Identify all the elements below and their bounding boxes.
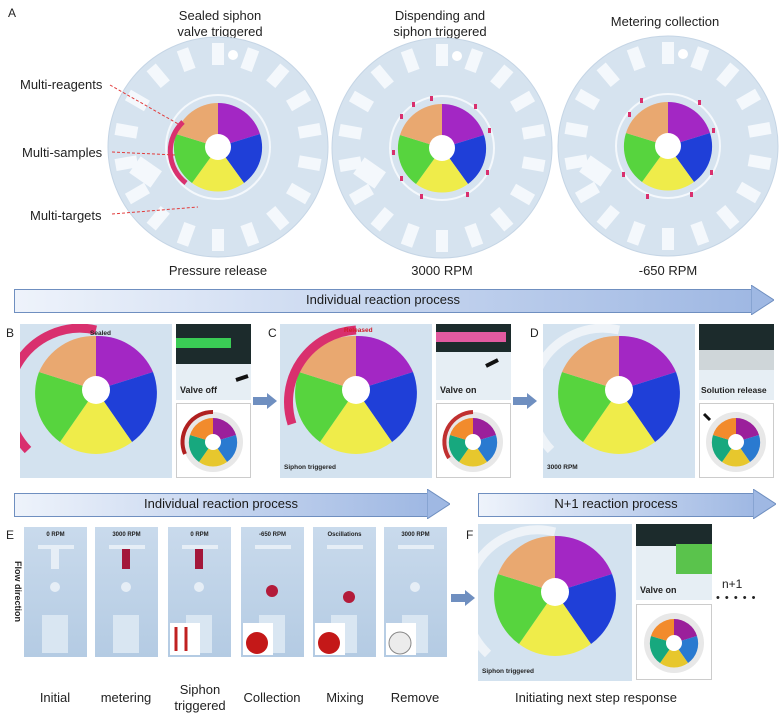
sealed-label: Sealed <box>90 330 111 337</box>
panel-b-valve-photo: Valve off <box>176 324 251 400</box>
panel-label-e: E <box>6 528 15 542</box>
tile-remove-rpm: 3000 RPM <box>401 532 430 538</box>
flow-direction: Flow direction <box>10 561 24 642</box>
tile-metering: 3000 RPM <box>95 527 158 657</box>
individual-reaction-arrow-e-label: Individual reaction process <box>144 496 298 511</box>
tile-siphon-rpm: 0 RPM <box>190 532 209 538</box>
label-multi-reagents: Multi-reagents <box>20 77 103 92</box>
solution-release-label: Solution release <box>701 385 767 395</box>
panel-b-disc: Sealed <box>3 323 172 478</box>
panel-d-valve-photo: Solution release <box>699 324 774 400</box>
continuation-dots: • • • • • <box>716 592 757 604</box>
tile-metering-rpm: 3000 RPM <box>112 532 141 538</box>
tile-initial-rpm: 0 RPM <box>46 532 65 538</box>
panel-a-title-1: Sealed siphon valve triggered <box>177 8 263 39</box>
panel-d-chip-photo <box>699 403 774 478</box>
caption-siphon-triggered: Siphon triggered <box>174 682 226 713</box>
caption-remove: Remove <box>390 690 440 705</box>
panel-c-chip-photo <box>436 403 511 478</box>
siphon-triggered-label-f: Siphon triggered <box>482 668 534 675</box>
panel-c-valve-photo: Valve on <box>436 324 511 400</box>
panel-a-title-2: Dispending and siphon triggered <box>393 8 487 39</box>
individual-reaction-arrow: Individual reaction process <box>14 285 774 315</box>
panel-f-disc: Siphon triggered <box>461 524 632 681</box>
valve-on-label-c: Valve on <box>440 385 477 395</box>
caption-next-step: Initiating next step response <box>515 690 677 705</box>
panel-a-bottom-2: 3000 RPM <box>411 263 473 278</box>
panel-label-f: F <box>466 528 474 542</box>
individual-reaction-arrow-label: Individual reaction process <box>306 292 460 307</box>
panel-a-discs <box>107 35 779 259</box>
label-multi-samples: Multi-samples <box>22 145 103 160</box>
tile-siphon: 0 RPM <box>168 527 231 657</box>
tile-initial: 0 RPM <box>24 527 87 657</box>
panel-c-disc: Released Siphon triggered <box>280 324 432 478</box>
caption-mixing: Mixing <box>326 690 364 705</box>
panel-f-valve-photo: Valve on <box>636 524 712 600</box>
valve-on-label-f: Valve on <box>640 585 677 595</box>
n-plus-1-arrow-label: N+1 reaction process <box>554 496 678 511</box>
tile-remove: 3000 RPM <box>384 527 447 657</box>
n-plus-1-arrow: N+1 reaction process <box>478 489 776 519</box>
released-label: Released <box>344 327 373 334</box>
label-multi-targets: Multi-targets <box>30 208 102 223</box>
valve-off-label: Valve off <box>180 385 218 395</box>
caption-metering: metering <box>100 690 152 705</box>
n-plus-1-label: n+1 <box>722 577 743 591</box>
panel-a-title-3: Metering collection <box>610 14 720 29</box>
tile-mixing-label: Oscillations <box>327 532 362 538</box>
rpm-label-d: 3000 RPM <box>547 464 578 471</box>
panel-d-disc: 3000 RPM <box>526 323 695 478</box>
caption-initial: Initial <box>39 690 71 705</box>
tile-collection: -650 RPM <box>241 527 304 657</box>
panel-label-b: B <box>6 326 15 340</box>
caption-collection: Collection <box>243 690 301 705</box>
panel-a-bottom-3: -650 RPM <box>638 263 698 278</box>
tile-collection-rpm: -650 RPM <box>258 532 286 538</box>
tile-mixing: Oscillations <box>313 527 376 657</box>
panel-label-d: D <box>530 326 539 340</box>
panel-f-chip-photo <box>636 604 712 680</box>
individual-reaction-arrow-e: Individual reaction process <box>14 489 450 519</box>
panel-a-bottom-1: Pressure release <box>168 263 268 278</box>
siphon-triggered-label-c: Siphon triggered <box>284 464 336 471</box>
panel-label-c: C <box>268 326 277 340</box>
panel-b-chip-photo <box>176 403 251 478</box>
flow-direction-label: Flow direction <box>13 561 23 623</box>
panel-label-a: A <box>8 6 17 20</box>
